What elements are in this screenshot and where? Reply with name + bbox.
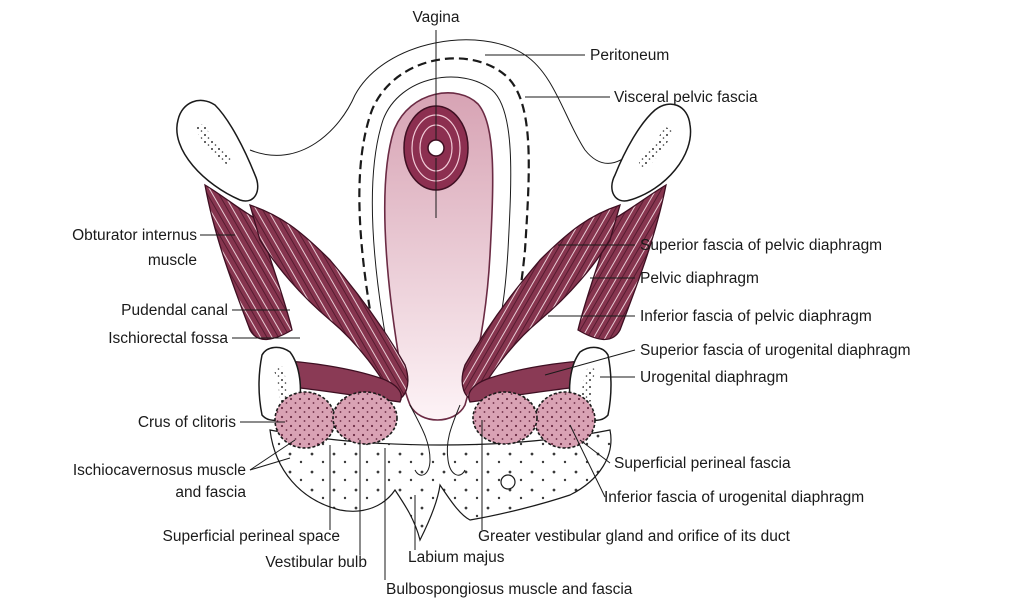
label-vestibular-bulb: Vestibular bulb — [265, 554, 367, 571]
label-inferior-fascia-pelvic-diaphragm: Inferior fascia of pelvic diaphragm — [640, 308, 872, 325]
label-ischiorectal-fossa: Ischiorectal fossa — [108, 330, 228, 347]
label-bulbospongiosus: Bulbospongiosus muscle and fascia — [386, 581, 633, 598]
label-obturator-internus-2: muscle — [148, 252, 197, 269]
label-obturator-internus-1: Obturator internus — [72, 227, 197, 244]
label-inferior-fascia-urogenital-diaphragm: Inferior fascia of urogenital diaphragm — [604, 489, 864, 506]
label-urogenital-diaphragm: Urogenital diaphragm — [640, 369, 788, 386]
left-vestibular-bulb — [333, 392, 397, 444]
label-visceral-pelvic-fascia: Visceral pelvic fascia — [614, 89, 758, 106]
label-ischiocavernosus-1: Ischiocavernosus muscle — [73, 462, 246, 479]
label-labium-majus: Labium majus — [408, 549, 505, 566]
label-superior-fascia-urogenital-diaphragm: Superior fascia of urogenital diaphragm — [640, 342, 911, 359]
label-peritoneum: Peritoneum — [590, 47, 669, 64]
left-crus — [275, 392, 335, 448]
label-vagina: Vagina — [412, 9, 459, 26]
right-crus — [535, 392, 595, 448]
label-superior-fascia-pelvic-diaphragm: Superior fascia of pelvic diaphragm — [640, 237, 882, 254]
greater-vestibular-gland — [501, 475, 515, 489]
right-vestibular-bulb — [473, 392, 537, 444]
label-crus-of-clitoris: Crus of clitoris — [138, 414, 236, 431]
label-ischiocavernosus-2: and fascia — [175, 484, 246, 501]
label-greater-vestibular-gland: Greater vestibular gland and orifice of … — [478, 528, 791, 545]
label-superficial-perineal-space: Superficial perineal space — [163, 528, 341, 545]
label-superficial-perineal-fascia: Superficial perineal fascia — [614, 455, 791, 472]
label-pelvic-diaphragm: Pelvic diaphragm — [640, 270, 759, 287]
label-pudendal-canal: Pudendal canal — [121, 302, 228, 319]
